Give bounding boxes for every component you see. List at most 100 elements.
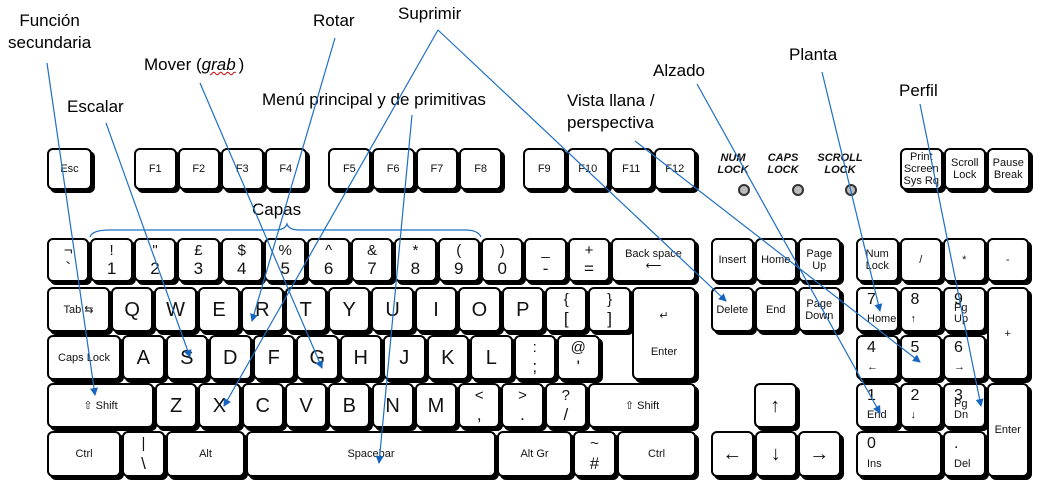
key-v[interactable]: V [284, 383, 328, 428]
key-f8[interactable]: F8 [459, 148, 502, 190]
key-rbrace[interactable]: }] [588, 287, 631, 332]
key-at[interactable]: @' [557, 335, 600, 380]
key-slash[interactable]: ?/ [544, 383, 587, 428]
key-hash[interactable]: ~# [573, 431, 616, 477]
key-np-multiply[interactable]: * [943, 238, 986, 282]
key-np-6[interactable]: 6→ [943, 335, 986, 380]
key-3[interactable]: £3 [177, 238, 220, 282]
key-tab[interactable]: Tab ⇆ [47, 287, 110, 332]
key-backspace[interactable]: Back space ⟵ [611, 238, 696, 282]
key-period[interactable]: >. [501, 383, 544, 428]
key-pause-break[interactable]: Pause Break [987, 148, 1030, 190]
key-j[interactable]: J [383, 335, 426, 380]
key-alt-gr[interactable]: Alt Gr [497, 431, 572, 477]
key-home[interactable]: Home [754, 238, 797, 282]
key-alt[interactable]: Alt [166, 431, 245, 477]
key-f3[interactable]: F3 [221, 148, 264, 190]
key-5[interactable]: %5 [264, 238, 307, 282]
key-f2[interactable]: F2 [177, 148, 220, 190]
key-b[interactable]: B [328, 383, 371, 428]
key-1[interactable]: !1 [90, 238, 133, 282]
key-f4[interactable]: F4 [264, 148, 307, 190]
key-8[interactable]: *8 [394, 238, 437, 282]
key-print-screen[interactable]: Print Screen Sys Rq [900, 148, 943, 190]
key-x[interactable]: X [198, 383, 241, 428]
key-np-del[interactable]: .Del [943, 431, 986, 477]
key-r[interactable]: R [241, 287, 284, 332]
key-f11[interactable]: F11 [610, 148, 653, 190]
key-num-lock[interactable]: Num Lock [856, 238, 899, 282]
key-backtick[interactable]: ¬` [47, 238, 90, 282]
key-c[interactable]: C [241, 383, 284, 428]
key-f1[interactable]: F1 [134, 148, 177, 190]
key-f5[interactable]: F5 [328, 148, 371, 190]
key-4[interactable]: $4 [220, 238, 263, 282]
key-np-divide[interactable]: / [899, 238, 942, 282]
key-f6[interactable]: F6 [371, 148, 415, 190]
key-minus[interactable]: _- [524, 238, 567, 282]
key-m[interactable]: M [414, 383, 458, 428]
key-np-5[interactable]: 5 [899, 335, 942, 380]
key-left-shift[interactable]: ⇧ Shift [47, 383, 154, 428]
key-scroll-lock[interactable]: Scroll Lock [943, 148, 986, 190]
key-f9[interactable]: F9 [523, 148, 566, 190]
key-right-ctrl[interactable]: Ctrl [617, 431, 696, 477]
key-np-4[interactable]: 4← [856, 335, 899, 380]
key-y[interactable]: Y [328, 287, 371, 332]
key-f7[interactable]: F7 [415, 148, 459, 190]
key-np-minus[interactable]: - [986, 238, 1029, 282]
key-f12[interactable]: F12 [653, 148, 696, 190]
key-d[interactable]: D [209, 335, 252, 380]
key-q[interactable]: Q [111, 287, 154, 332]
key-a[interactable]: A [122, 335, 165, 380]
key-equals[interactable]: += [567, 238, 611, 282]
key-o[interactable]: O [458, 287, 501, 332]
key-arrow-down[interactable]: ↓ [754, 431, 797, 477]
key-delete[interactable]: Delete [711, 287, 754, 332]
key-9[interactable]: (9 [437, 238, 480, 282]
key-u[interactable]: U [371, 287, 414, 332]
key-f[interactable]: F [252, 335, 295, 380]
key-k[interactable]: K [426, 335, 469, 380]
key-np-8[interactable]: 8↑ [899, 287, 942, 332]
key-np-2[interactable]: 2↓ [899, 383, 942, 428]
key-np-enter[interactable]: Enter [986, 383, 1029, 477]
key-p[interactable]: P [501, 287, 544, 332]
key-insert[interactable]: Insert [711, 238, 754, 282]
key-arrow-left[interactable]: ← [711, 431, 754, 477]
key-n[interactable]: N [371, 383, 414, 428]
key-g[interactable]: G [296, 335, 339, 380]
key-np-plus[interactable]: + [986, 287, 1029, 380]
key-comma[interactable]: <, [458, 383, 501, 428]
key-end[interactable]: End [754, 287, 797, 332]
key-arrow-up[interactable]: ↑ [754, 383, 797, 428]
key-s[interactable]: S [165, 335, 208, 380]
key-6[interactable]: ^6 [307, 238, 350, 282]
key-0[interactable]: )0 [481, 238, 524, 282]
key-right-shift[interactable]: ⇧ Shift [588, 383, 696, 428]
key-l[interactable]: L [470, 335, 513, 380]
key-t[interactable]: T [284, 287, 327, 332]
key-semicolon[interactable]: :; [513, 335, 556, 380]
key-enter[interactable]: ↵ Enter [632, 287, 696, 380]
key-left-ctrl[interactable]: Ctrl [47, 431, 121, 477]
key-w[interactable]: W [154, 287, 197, 332]
key-page-up[interactable]: Page Up [798, 238, 841, 282]
key-e[interactable]: E [197, 287, 241, 332]
key-h[interactable]: H [339, 335, 382, 380]
key-7[interactable]: &7 [350, 238, 394, 282]
key-2[interactable]: "2 [133, 238, 177, 282]
key-esc[interactable]: Esc [47, 148, 92, 190]
key-f10[interactable]: F10 [566, 148, 609, 190]
key-caps-lock[interactable]: Caps Lock [47, 335, 121, 380]
key-spacebar[interactable]: Spacebar [246, 431, 496, 477]
key-i[interactable]: I [414, 287, 458, 332]
key-lbrace[interactable]: {[ [545, 287, 588, 332]
key-z[interactable]: Z [155, 383, 198, 428]
key-pipe[interactable]: |\ [122, 431, 165, 477]
